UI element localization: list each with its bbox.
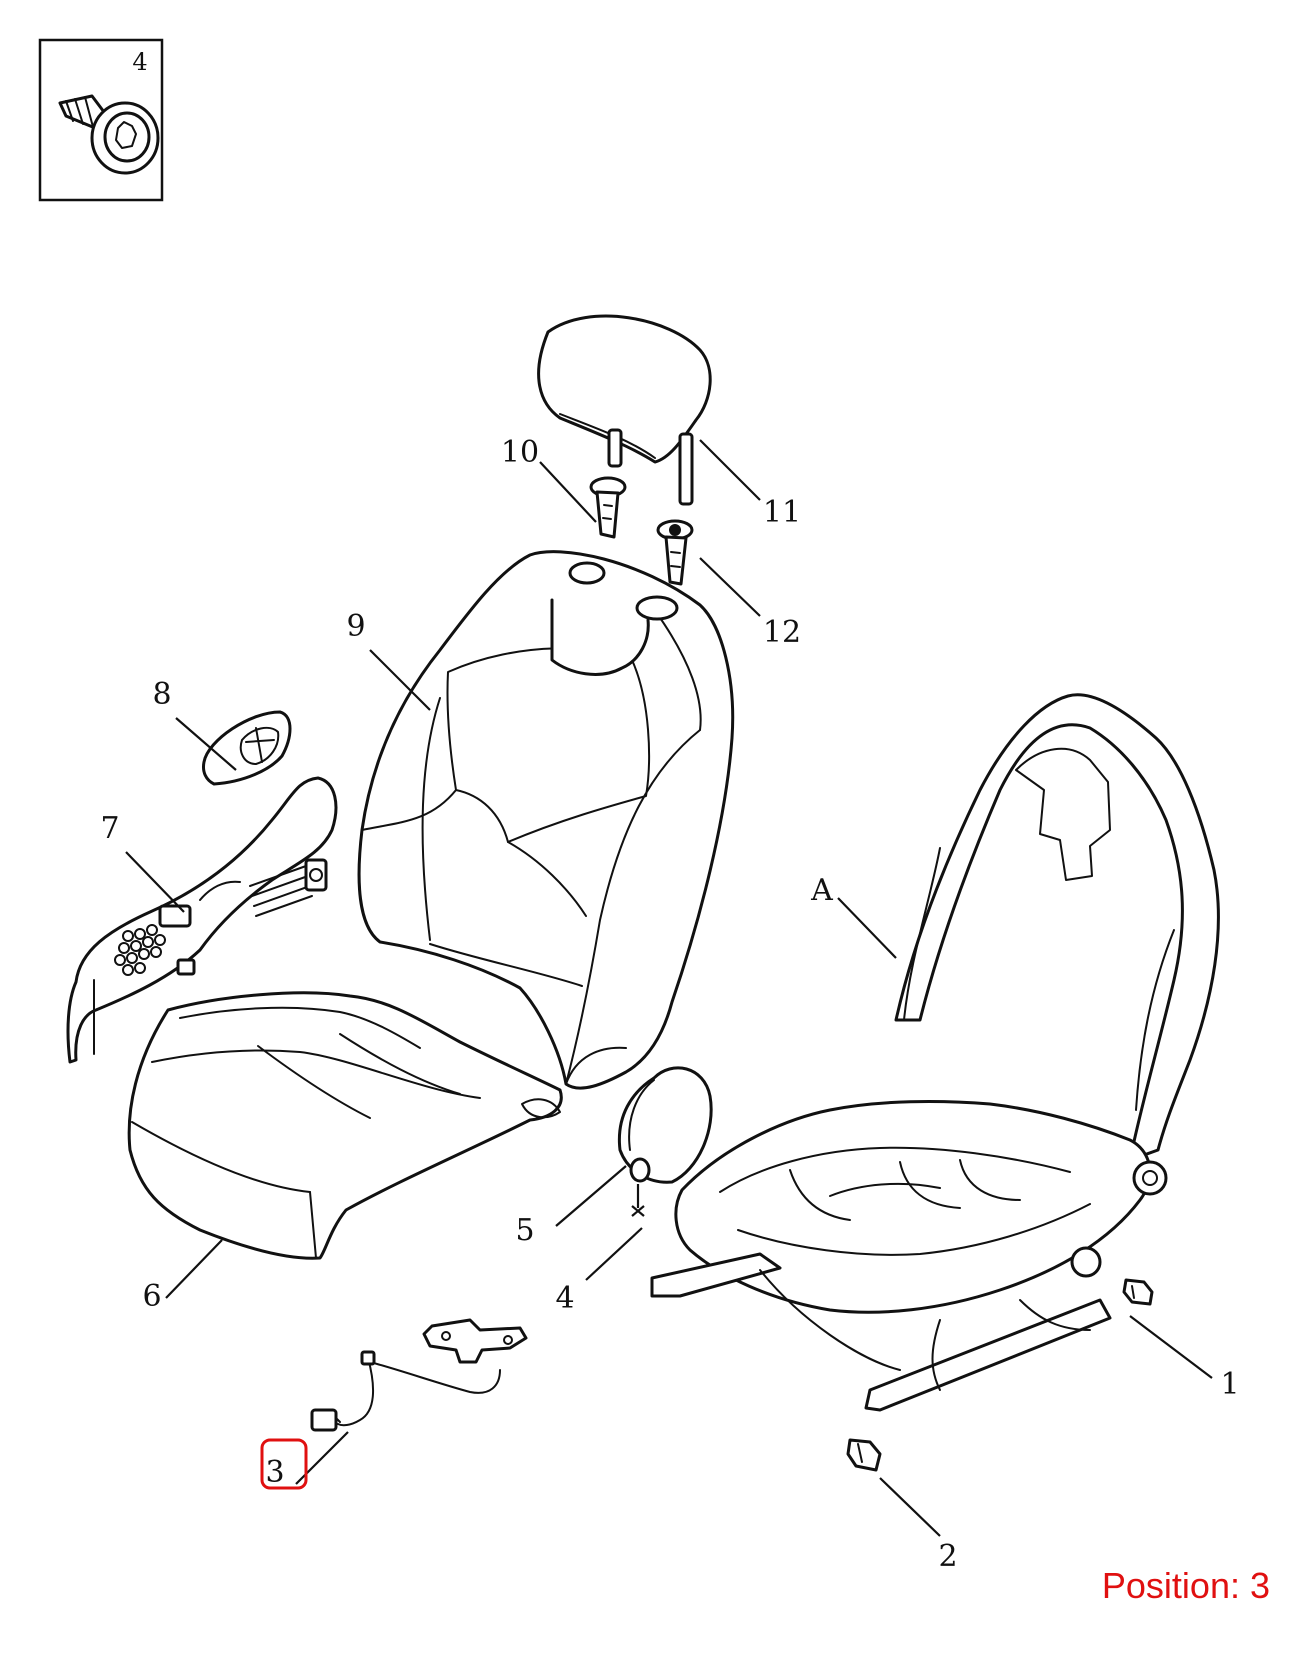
inset-number: 4 bbox=[132, 48, 147, 76]
clip-fastener-icon bbox=[58, 94, 160, 175]
callout-9: 9 bbox=[346, 609, 365, 644]
screw-icon bbox=[631, 1184, 645, 1217]
callout-4: 4 bbox=[555, 1281, 574, 1316]
callout-A: A bbox=[810, 873, 833, 908]
clip-2-icon bbox=[846, 1438, 882, 1472]
seat-frame-assembly bbox=[650, 693, 1220, 1412]
seat-cushion-cover bbox=[127, 991, 563, 1260]
callout-11: 11 bbox=[763, 495, 801, 530]
vent-grille-icon bbox=[114, 924, 166, 976]
seat-back-cover bbox=[357, 550, 735, 1090]
clip-1-icon bbox=[1122, 1278, 1154, 1306]
position-label: Position: 3 bbox=[1101, 1565, 1270, 1606]
callout-12: 12 bbox=[763, 615, 801, 650]
seat-side-panel bbox=[66, 776, 338, 1064]
headrest-guide-sleeve-12 bbox=[656, 519, 694, 586]
callout-3-highlight bbox=[260, 1438, 308, 1490]
adjustment-lever-icon bbox=[249, 858, 328, 917]
callout-7: 7 bbox=[100, 811, 119, 846]
side-trim-cover bbox=[202, 710, 292, 786]
callout-10: 10 bbox=[501, 435, 539, 470]
callout-6: 6 bbox=[142, 1279, 161, 1314]
headrest-guide-sleeve-10 bbox=[589, 476, 627, 539]
recliner-cover bbox=[617, 1066, 713, 1184]
callout-8: 8 bbox=[152, 677, 171, 712]
callout-2: 2 bbox=[938, 1539, 957, 1574]
clip-detail-inset: 4 bbox=[38, 38, 164, 202]
leader-lines bbox=[125, 439, 1213, 1537]
wiring-harness bbox=[310, 1318, 528, 1432]
callout-1: 1 bbox=[1220, 1367, 1239, 1402]
callout-3: 3 bbox=[265, 1455, 284, 1490]
callout-labels: 1 2 3 4 5 6 7 8 9 10 11 12 A bbox=[100, 435, 1239, 1574]
callout-5: 5 bbox=[515, 1213, 534, 1248]
headrest bbox=[537, 314, 712, 506]
